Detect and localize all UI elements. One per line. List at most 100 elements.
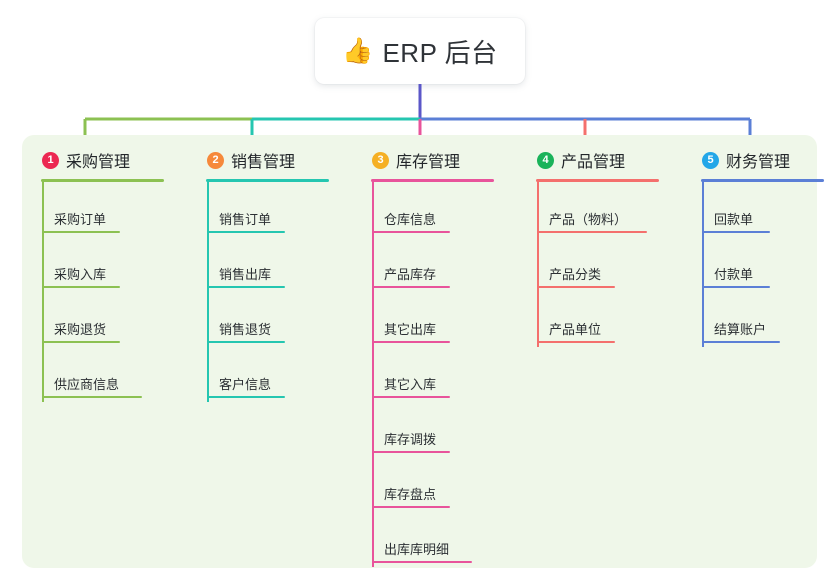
branch-item-label: 产品（物料） bbox=[549, 212, 628, 227]
branch-item-label: 客户信息 bbox=[219, 377, 272, 392]
branch-item-label: 付款单 bbox=[714, 267, 754, 282]
branch-header-rule bbox=[41, 179, 164, 182]
branch-item-rule bbox=[207, 396, 285, 398]
branch-item-rule bbox=[537, 341, 615, 343]
branch-header-1[interactable]: 1 采购管理 bbox=[22, 143, 187, 177]
branch-item-label: 库存调拨 bbox=[384, 432, 437, 447]
branch-column-1: 1 采购管理采购订单采购入库采购退货供应商信息 bbox=[22, 143, 187, 402]
branch-item-label: 仓库信息 bbox=[384, 212, 437, 227]
branch-spine bbox=[702, 182, 704, 347]
branch-number-badge: 1 bbox=[42, 151, 59, 169]
branch-item-rule bbox=[207, 231, 285, 233]
branch-item-label: 供应商信息 bbox=[54, 377, 120, 392]
branch-items: 回款单付款单结算账户 bbox=[682, 182, 817, 347]
branch-item[interactable]: 销售退货 bbox=[187, 292, 352, 347]
branch-item-label: 采购入库 bbox=[54, 267, 107, 282]
branch-item[interactable]: 采购入库 bbox=[22, 237, 187, 292]
branch-item[interactable]: 产品单位 bbox=[517, 292, 682, 347]
branch-item[interactable]: 仓库信息 bbox=[352, 182, 517, 237]
branch-column-3: 3 库存管理仓库信息产品库存其它出库其它入库库存调拨库存盘点出库库明细 bbox=[352, 143, 517, 567]
branch-title: 财务管理 bbox=[726, 154, 791, 171]
branch-item-rule bbox=[372, 451, 450, 453]
branch-number-badge: 3 bbox=[372, 151, 389, 169]
branch-header-3[interactable]: 3 库存管理 bbox=[352, 143, 517, 177]
branch-item[interactable]: 出库库明细 bbox=[352, 512, 517, 567]
branch-spine bbox=[537, 182, 539, 347]
branch-number-badge: 4 bbox=[537, 151, 554, 169]
branch-item-label: 产品分类 bbox=[549, 267, 602, 282]
branch-item[interactable]: 采购订单 bbox=[22, 182, 187, 237]
branch-header-4[interactable]: 4 产品管理 bbox=[517, 143, 682, 177]
branch-item-label: 销售出库 bbox=[219, 267, 272, 282]
branch-item-label: 销售订单 bbox=[219, 212, 272, 227]
branch-item[interactable]: 其它入库 bbox=[352, 347, 517, 402]
branch-item[interactable]: 结算账户 bbox=[682, 292, 817, 347]
branch-item-label: 采购退货 bbox=[54, 322, 107, 337]
branch-items: 销售订单销售出库销售退货客户信息 bbox=[187, 182, 352, 402]
branch-item[interactable]: 产品（物料） bbox=[517, 182, 682, 237]
branch-item[interactable]: 采购退货 bbox=[22, 292, 187, 347]
branch-item-rule bbox=[42, 341, 120, 343]
branch-item-label: 采购订单 bbox=[54, 212, 107, 227]
branch-item[interactable]: 客户信息 bbox=[187, 347, 352, 402]
branch-item[interactable]: 产品库存 bbox=[352, 237, 517, 292]
branch-item-rule bbox=[42, 396, 142, 398]
branch-item-label: 产品库存 bbox=[384, 267, 437, 282]
branch-item-rule bbox=[537, 231, 647, 233]
branch-column-4: 4 产品管理产品（物料） 产品分类产品单位 bbox=[517, 143, 682, 347]
branch-column-5: 5 财务管理回款单付款单结算账户 bbox=[682, 143, 824, 347]
branch-item-rule bbox=[537, 286, 615, 288]
branch-item[interactable]: 回款单 bbox=[682, 182, 817, 237]
branch-item-label: 产品单位 bbox=[549, 322, 602, 337]
branch-item[interactable]: 产品分类 bbox=[517, 237, 682, 292]
branch-item-rule bbox=[702, 231, 770, 233]
branch-item[interactable]: 销售订单 bbox=[187, 182, 352, 237]
branch-header-rule bbox=[371, 179, 494, 182]
branch-title: 库存管理 bbox=[396, 154, 461, 171]
branch-header-rule bbox=[206, 179, 329, 182]
branch-item-label: 库存盘点 bbox=[384, 487, 437, 502]
branch-spine bbox=[42, 182, 44, 402]
branch-item-rule bbox=[372, 561, 472, 563]
branch-number-badge: 5 bbox=[702, 151, 719, 169]
root-title: ERP 后台 bbox=[382, 37, 498, 68]
branch-items: 仓库信息产品库存其它出库其它入库库存调拨库存盘点出库库明细 bbox=[352, 182, 517, 567]
branch-item-label: 回款单 bbox=[714, 212, 754, 227]
branch-item[interactable]: 库存调拨 bbox=[352, 402, 517, 457]
branch-item[interactable]: 库存盘点 bbox=[352, 457, 517, 512]
root-node[interactable]: 👍 ERP 后台 bbox=[315, 18, 525, 84]
branch-item-rule bbox=[372, 396, 450, 398]
branch-items: 采购订单采购入库采购退货供应商信息 bbox=[22, 182, 187, 402]
branches-panel bbox=[22, 135, 817, 568]
branch-item-label: 销售退货 bbox=[219, 322, 272, 337]
branch-item-rule bbox=[702, 286, 770, 288]
branch-item-label: 其它出库 bbox=[384, 322, 437, 337]
branch-header-rule bbox=[536, 179, 659, 182]
branch-item-label: 结算账户 bbox=[714, 322, 767, 337]
branch-title: 采购管理 bbox=[66, 154, 131, 171]
branch-spine bbox=[207, 182, 209, 402]
branch-item[interactable]: 销售出库 bbox=[187, 237, 352, 292]
branch-item-label: 其它入库 bbox=[384, 377, 437, 392]
branch-title: 销售管理 bbox=[231, 154, 296, 171]
thumbs-up-icon: 👍 bbox=[342, 36, 374, 65]
branch-item-rule bbox=[702, 341, 780, 343]
branch-item[interactable]: 其它出库 bbox=[352, 292, 517, 347]
branch-item-rule bbox=[372, 341, 450, 343]
branch-title: 产品管理 bbox=[561, 154, 626, 171]
branch-item-rule bbox=[207, 286, 285, 288]
branch-number-badge: 2 bbox=[207, 151, 224, 169]
branch-item-rule bbox=[42, 231, 120, 233]
branch-header-2[interactable]: 2 销售管理 bbox=[187, 143, 352, 177]
branch-items: 产品（物料） 产品分类产品单位 bbox=[517, 182, 682, 347]
branch-item[interactable]: 付款单 bbox=[682, 237, 817, 292]
branch-header-rule bbox=[701, 179, 824, 182]
branch-spine bbox=[372, 182, 374, 567]
branch-item-label: 出库库明细 bbox=[384, 542, 450, 557]
branch-header-5[interactable]: 5 财务管理 bbox=[682, 143, 817, 177]
branch-item-rule bbox=[207, 341, 285, 343]
branch-item-rule bbox=[42, 286, 120, 288]
branch-item[interactable]: 供应商信息 bbox=[22, 347, 187, 402]
branch-item-rule bbox=[372, 231, 450, 233]
